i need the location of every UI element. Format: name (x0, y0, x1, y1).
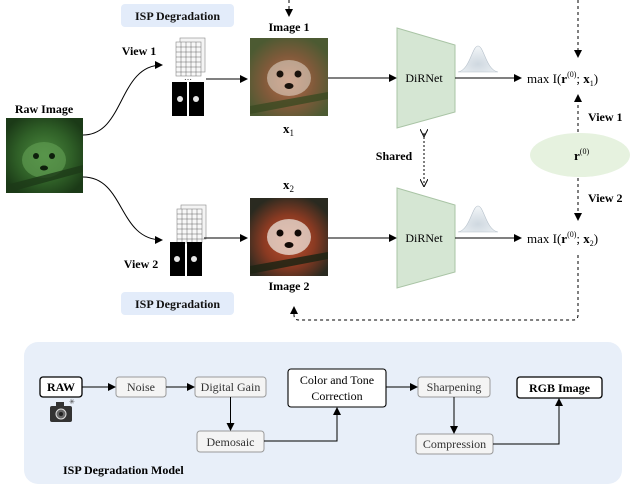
isp-degradation-tag-bottom: ISP Degradation (121, 292, 234, 315)
dirnet-top-encoder: DiRNet (396, 27, 456, 129)
distribution-bottom-icon (457, 205, 499, 233)
pipeline-demosaic-label: Demosaic (207, 435, 255, 449)
x2-label: x2 (283, 177, 294, 194)
dirnet-top-label: DiRNet (405, 71, 443, 85)
svg-text:…: … (184, 73, 192, 82)
right-view2-label: View 2 (588, 191, 623, 205)
x1-label: x1 (283, 121, 294, 138)
pipeline-raw-label: RAW (47, 380, 75, 394)
dirnet-bottom-label: DiRNet (405, 231, 443, 245)
isp-degradation-top-label: ISP Degradation (135, 9, 220, 23)
raw-to-view1-arrow (82, 61, 163, 136)
dirnet-bottom-encoder: DiRNet (396, 187, 456, 289)
raw-to-view2-arrow (82, 176, 163, 244)
pipeline-digital-gain-label: Digital Gain (201, 380, 261, 394)
representation-node: r(0) (530, 133, 630, 177)
distribution-top-icon (457, 45, 499, 73)
shared-label: Shared (376, 149, 413, 163)
view2-kernel-stack (170, 204, 207, 276)
isp-degradation-model-panel: ISP Degradation Model RAW ✳ Noise Digita… (24, 342, 622, 484)
raw-image-label: Raw Image (15, 102, 74, 116)
image1 (250, 38, 328, 116)
pipeline-color-tone-line1: Color and Tone (300, 373, 374, 387)
arrow-compression-to-rgb (493, 398, 563, 445)
arrow-demosaic-to-color-tone (264, 407, 341, 442)
pipeline-color-tone-line2: Correction (311, 389, 362, 403)
isp-degradation-tag-top: ISP Degradation (121, 4, 234, 27)
view2-label: View 2 (124, 257, 159, 271)
isp-degradation-bottom-label: ISP Degradation (135, 297, 220, 311)
raw-image (6, 118, 83, 193)
pipeline-title: ISP Degradation Model (63, 463, 184, 477)
image2-label: Image 2 (269, 279, 310, 293)
pipeline-rgb-label: RGB Image (529, 381, 591, 395)
svg-text:✳: ✳ (69, 398, 75, 406)
right-view1-label: View 1 (588, 110, 623, 124)
image1-label: Image 1 (269, 20, 310, 34)
pipeline-noise-label: Noise (127, 380, 155, 394)
image2 (250, 198, 328, 276)
feedback-dashed-loop-arrow (290, 255, 579, 321)
view1-label: View 1 (122, 44, 157, 58)
representation-label: r(0) (574, 147, 589, 163)
objective-top: max I(r(0); x1) (527, 70, 598, 88)
objective-bottom: max I(r(0); x2) (527, 230, 598, 248)
pipeline-compression-label: Compression (423, 437, 486, 451)
view1-kernel-stack: … (172, 37, 206, 116)
pipeline-sharpening-label: Sharpening (427, 380, 482, 394)
camera-icon: ✳ (50, 398, 75, 422)
